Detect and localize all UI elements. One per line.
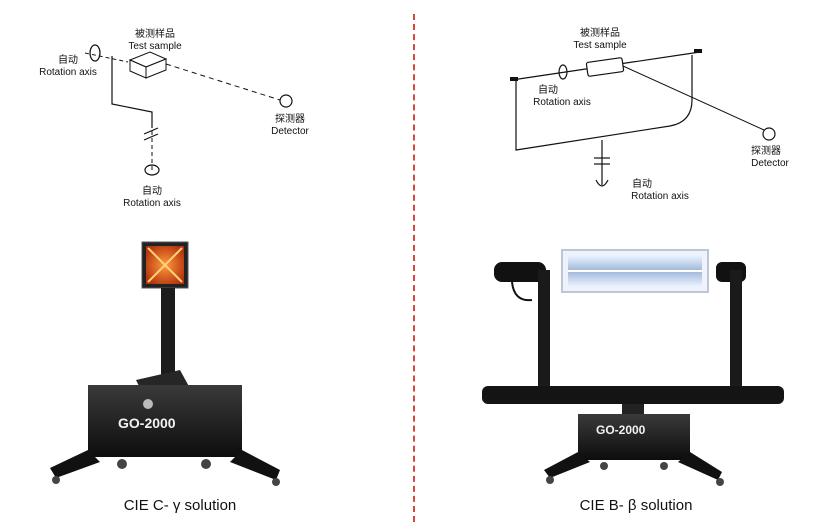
left-rotation-axis-icon: [89, 44, 101, 62]
left-rotation-en: Rotation axis: [39, 67, 97, 78]
right-device-model: GO-2000: [596, 423, 646, 437]
right-detector-en: Detector: [751, 158, 789, 169]
left-schematic: 被测样品 Test sample 自动 Rotation axis 探测器 De…: [39, 27, 309, 209]
left-device-illustration: GO-2000: [50, 241, 280, 486]
right-rotation-cn: 自动: [538, 83, 558, 96]
left-test-sample-box-icon: [128, 51, 168, 79]
right-rotation-axis-icon: [558, 64, 568, 80]
left-caption: CIE C- γ solution: [124, 497, 237, 514]
right-test-sample-cn: 被测样品: [580, 26, 620, 39]
center-divider: [413, 14, 415, 522]
left-detector-icon: [279, 94, 293, 108]
right-detector-icon: [762, 127, 776, 141]
right-rotation-en: Rotation axis: [533, 97, 591, 108]
left-detector-en: Detector: [271, 126, 309, 137]
right-rotation2-en: Rotation axis: [631, 191, 689, 202]
right-test-sample-en: Test sample: [573, 40, 627, 51]
left-test-sample-cn: 被测样品: [135, 27, 175, 40]
right-caption: CIE B- β solution: [580, 497, 693, 514]
left-device-model: GO-2000: [118, 415, 176, 431]
left-rotation-cn: 自动: [58, 53, 78, 66]
left-rotation2-en: Rotation axis: [123, 198, 181, 209]
right-device-illustration: GO-2000: [482, 249, 784, 486]
left-detector-cn: 探测器: [275, 112, 305, 125]
right-schematic: 被测样品 Test sample 自动 Rotation axis 探测器 De…: [510, 26, 790, 202]
right-test-sample-lamp-icon: [585, 57, 625, 77]
left-rotation2-axis-icon: [144, 164, 160, 176]
right-rotation2-cn: 自动: [632, 177, 652, 190]
right-detector-cn: 探测器: [751, 144, 781, 157]
right-rotation2-axis-icon: [595, 179, 609, 187]
left-test-sample-en: Test sample: [128, 41, 182, 52]
left-rotation2-cn: 自动: [142, 184, 162, 197]
